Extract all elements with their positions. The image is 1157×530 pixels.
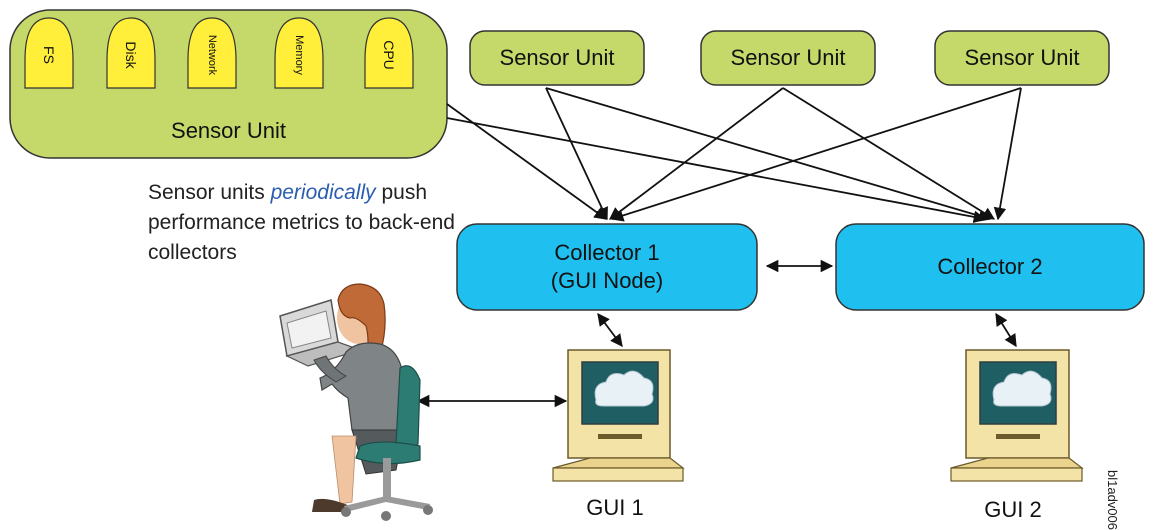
bidirectional-arrows xyxy=(416,259,1017,408)
disk-tab-label: Disk xyxy=(123,41,139,69)
sensor-to-collector-arrows xyxy=(446,87,1022,224)
gui-1-label: GUI 1 xyxy=(586,495,644,520)
caption-before: Sensor units xyxy=(148,181,271,204)
arrow-sensor4-collector2 xyxy=(993,87,1022,221)
caption-emphasis: periodically xyxy=(270,181,376,204)
main-sensor-unit-label: Sensor Unit xyxy=(171,117,286,143)
collector-2-box xyxy=(835,223,1145,311)
sensor-unit-3-label: Sensor Unit xyxy=(730,44,846,70)
fs-tab xyxy=(24,17,74,89)
network-tab xyxy=(187,17,237,89)
collector-2-label: Collector 2 xyxy=(937,253,1043,279)
arrow-sensor2-collector2 xyxy=(545,87,992,222)
collector-1-box xyxy=(456,223,758,311)
network-tab-label: Network xyxy=(206,34,218,76)
user-at-laptop-illustration xyxy=(279,283,433,521)
caption-text: Sensor units periodically push performan… xyxy=(148,178,508,268)
caption-after: push performance metrics to back-end col… xyxy=(148,181,455,264)
sensor-unit-4-label: Sensor Unit xyxy=(964,44,1080,70)
arrow-sensor3-collector2 xyxy=(782,87,996,220)
sensor-unit-3-box xyxy=(700,30,876,86)
arrow-collector1-gui1 xyxy=(597,312,623,348)
memory-tab-label: Memory xyxy=(293,35,305,75)
arrow-collector2-gui2 xyxy=(995,312,1017,348)
arrow-sensor2-collector1 xyxy=(545,87,608,221)
arrow-sensor4-collector1 xyxy=(610,87,1022,222)
disk-tab xyxy=(106,17,156,89)
sensor-unit-2-label: Sensor Unit xyxy=(499,44,615,70)
memory-tab xyxy=(274,17,324,89)
cpu-tab xyxy=(364,17,414,89)
sensor-unit-4-box xyxy=(934,30,1110,86)
fs-tab-label: FS xyxy=(41,46,57,64)
gui-1-computer-icon xyxy=(552,349,685,482)
sensor-unit-2-box xyxy=(469,30,645,86)
gui-2-label: GUI 2 xyxy=(984,497,1042,522)
figure-code: bl1adv006 xyxy=(1105,470,1120,530)
arrow-sensor1-collector2 xyxy=(446,117,987,224)
cpu-tab-label: CPU xyxy=(381,40,397,70)
collector-1-label: Collector 1 (GUI Node) xyxy=(550,239,664,293)
sensor-tabs xyxy=(24,17,414,89)
arrow-sensor3-collector1 xyxy=(608,87,784,220)
gui-2-computer-icon xyxy=(950,349,1084,482)
